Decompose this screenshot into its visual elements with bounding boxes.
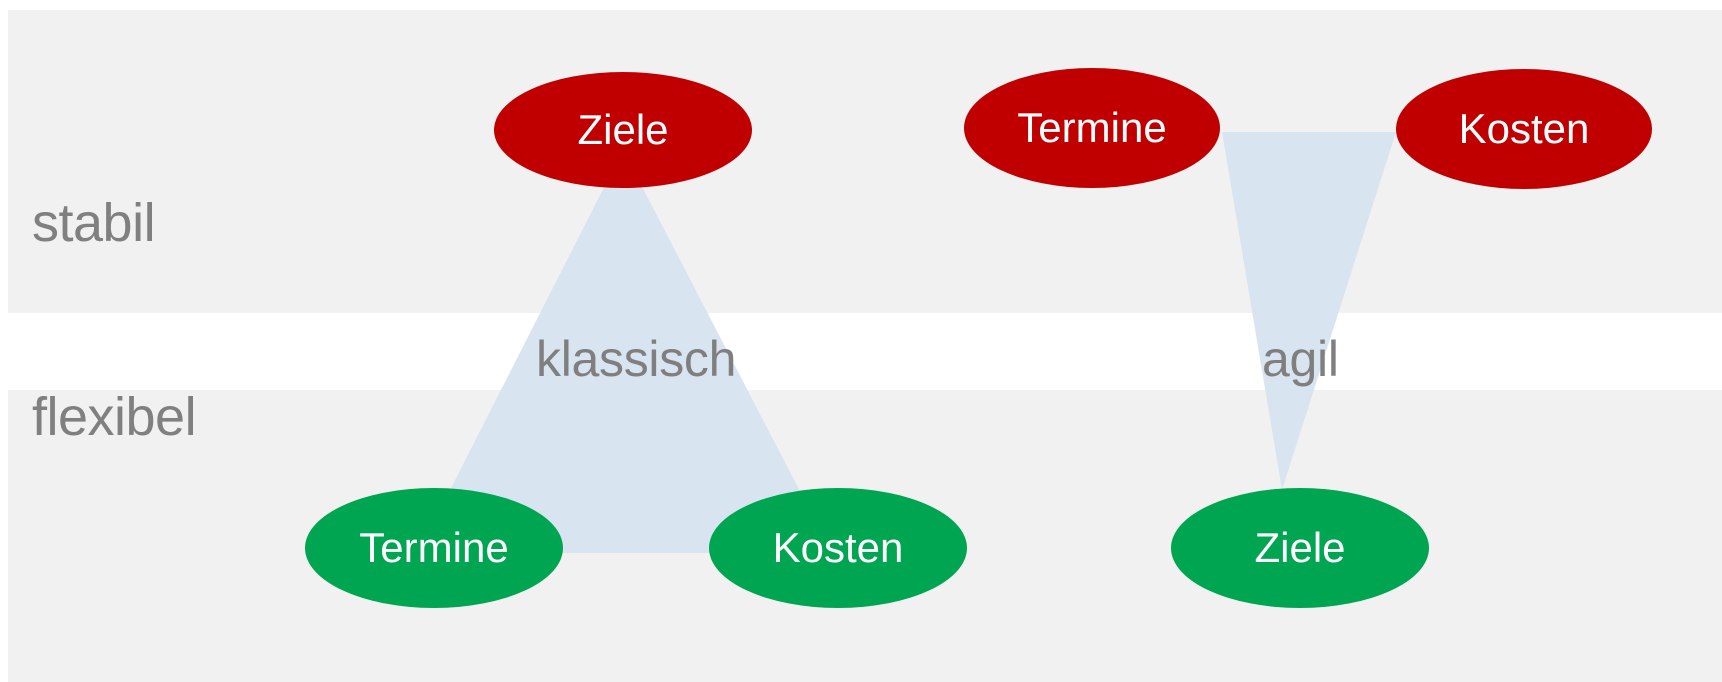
node-agil-kosten[interactable]: Kosten [1396, 69, 1652, 189]
node-agil-termine[interactable]: Termine [964, 68, 1220, 188]
node-klassisch-termine[interactable]: Termine [305, 488, 563, 608]
approach-label-klassisch: klassisch [536, 331, 737, 387]
node-label: Ziele [1254, 524, 1346, 571]
node-label: Termine [1017, 104, 1167, 151]
approach-label-agil: agil [1262, 331, 1339, 387]
axis-label-stabil: stabil [32, 193, 156, 253]
node-agil-ziele[interactable]: Ziele [1171, 488, 1429, 608]
node-label: Kosten [1458, 105, 1590, 152]
node-label: Termine [359, 524, 509, 571]
axis-label-flexibel: flexibel [32, 387, 197, 447]
node-klassisch-ziele[interactable]: Ziele [494, 72, 752, 188]
node-label: Kosten [772, 524, 904, 571]
node-klassisch-kosten[interactable]: Kosten [709, 488, 967, 608]
agil-triangle [1222, 132, 1396, 490]
klassisch-triangle [418, 150, 832, 553]
node-label: Ziele [577, 106, 669, 153]
